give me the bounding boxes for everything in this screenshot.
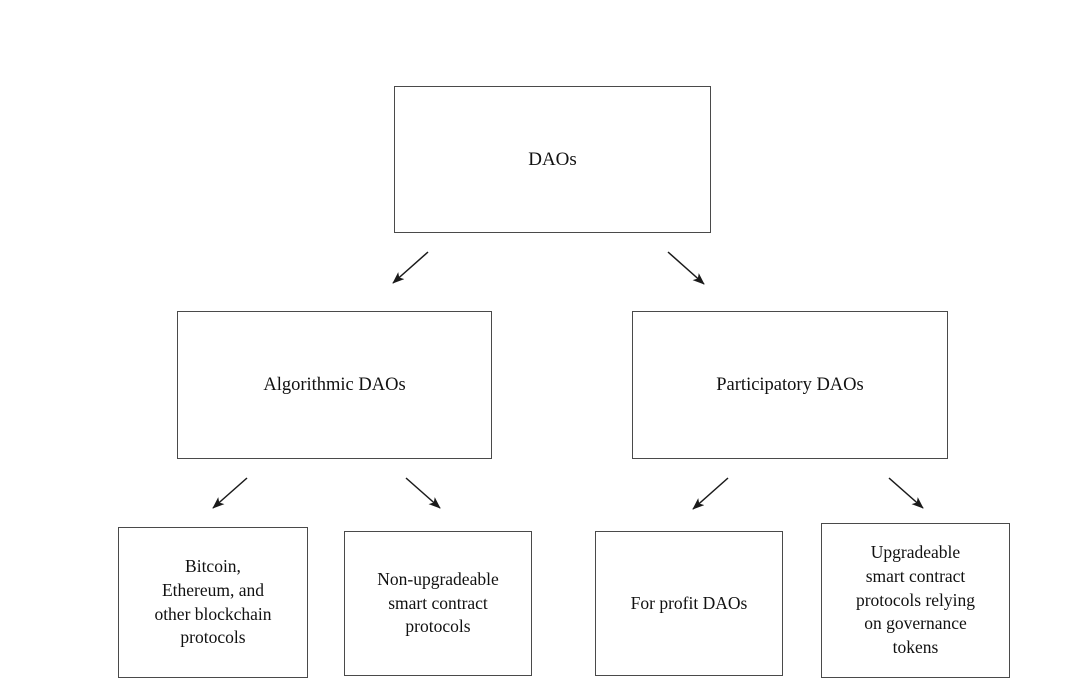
node-daos: DAOs [394, 86, 711, 233]
edge-participatory-to-forprofit [692, 477, 729, 510]
edge-algorithmic-to-blockchain [212, 477, 248, 509]
edge-algorithmic-to-nonupgradeable [405, 477, 441, 509]
node-non-upgradeable-contracts-label: Non-upgradeable smart contract protocols [377, 568, 499, 637]
edge-root-to-algorithmic [392, 251, 429, 284]
node-upgradeable-contracts-label: Upgradeable smart contract protocols rel… [855, 542, 976, 658]
edge-participatory-to-upgradeable [888, 477, 924, 509]
node-non-upgradeable-contracts: Non-upgradeable smart contract protocols [344, 531, 532, 676]
node-blockchain-protocols-label: Bitcoin, Ethereum, and other blockchain … [154, 555, 272, 648]
node-blockchain-protocols: Bitcoin, Ethereum, and other blockchain … [118, 527, 308, 678]
node-for-profit-daos: For profit DAOs [595, 531, 783, 676]
node-daos-label: DAOs [528, 148, 577, 170]
node-algorithmic-daos-label: Algorithmic DAOs [263, 374, 406, 395]
node-for-profit-daos-label: For profit DAOs [630, 592, 748, 613]
node-algorithmic-daos: Algorithmic DAOs [177, 311, 492, 459]
node-participatory-daos: Participatory DAOs [632, 311, 948, 459]
node-participatory-daos-label: Participatory DAOs [716, 374, 864, 395]
node-upgradeable-contracts: Upgradeable smart contract protocols rel… [821, 523, 1010, 678]
edge-root-to-participatory [667, 251, 705, 285]
